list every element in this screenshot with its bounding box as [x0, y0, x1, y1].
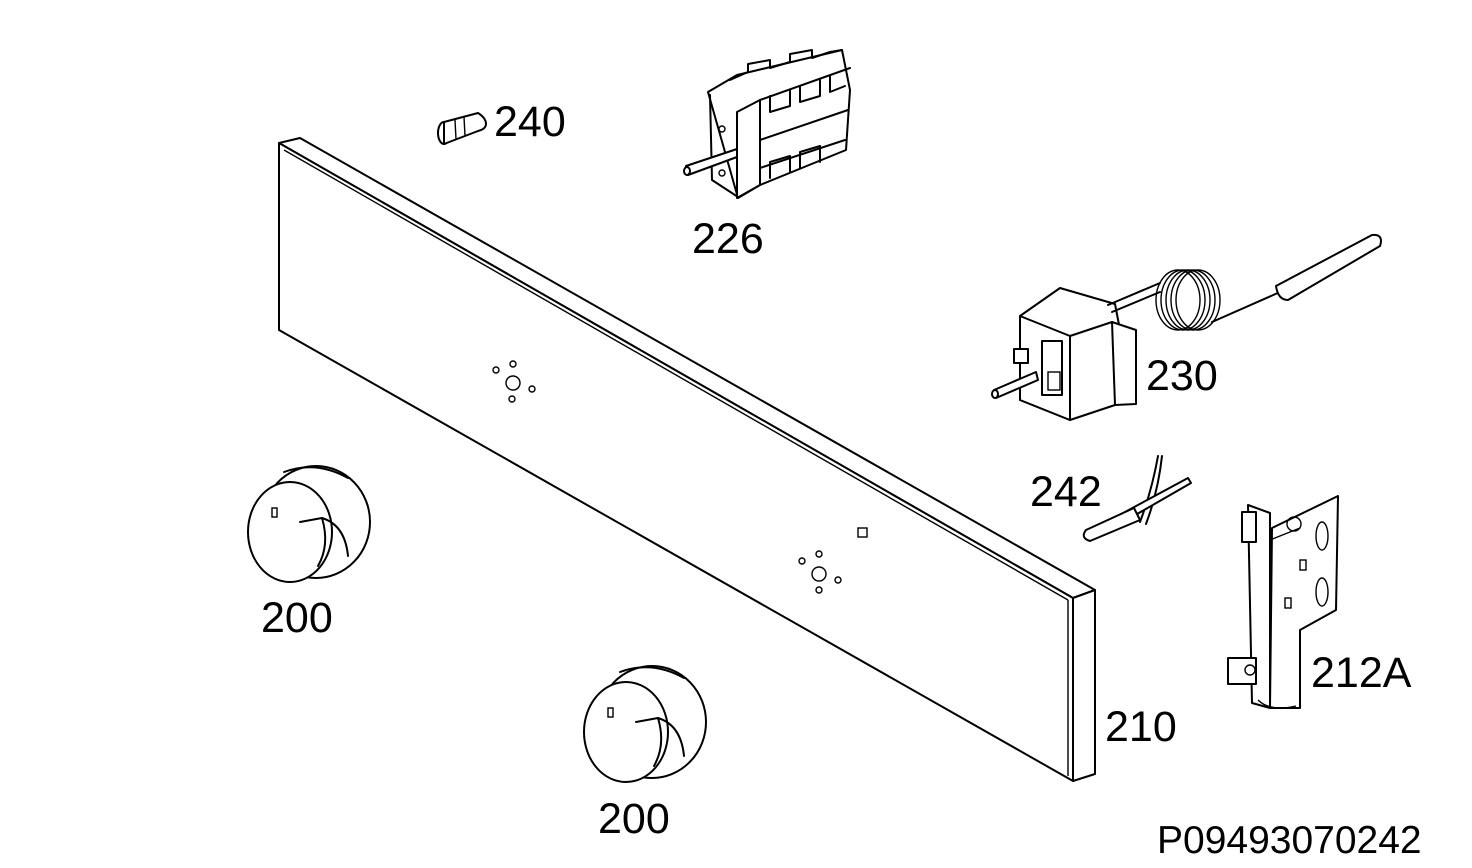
control-knob-200-lower	[583, 665, 707, 783]
screw-240	[437, 112, 487, 145]
knob-mount-hole-left	[492, 360, 536, 403]
callout-226: 226	[692, 215, 764, 263]
control-knob-200-upper	[247, 465, 371, 583]
capillary-coil	[1155, 269, 1221, 331]
callout-230: 230	[1146, 352, 1218, 400]
callout-240: 240	[494, 98, 566, 146]
callout-212A: 212A	[1311, 649, 1412, 697]
sensor-probe-242	[1082, 455, 1192, 542]
drawing-code: P09493070242	[1157, 819, 1422, 862]
indicator-light-window	[857, 527, 868, 538]
control-panel-210	[278, 137, 1096, 782]
callout-242: 242	[1030, 468, 1102, 516]
callout-200-upper: 200	[261, 594, 333, 642]
thermostat-230	[991, 233, 1382, 421]
mounting-bracket-212A	[1227, 495, 1339, 709]
callout-210: 210	[1105, 703, 1177, 751]
knob-mount-hole-right	[798, 550, 842, 594]
selector-switch-226	[683, 49, 851, 199]
callout-200-lower: 200	[598, 795, 670, 843]
